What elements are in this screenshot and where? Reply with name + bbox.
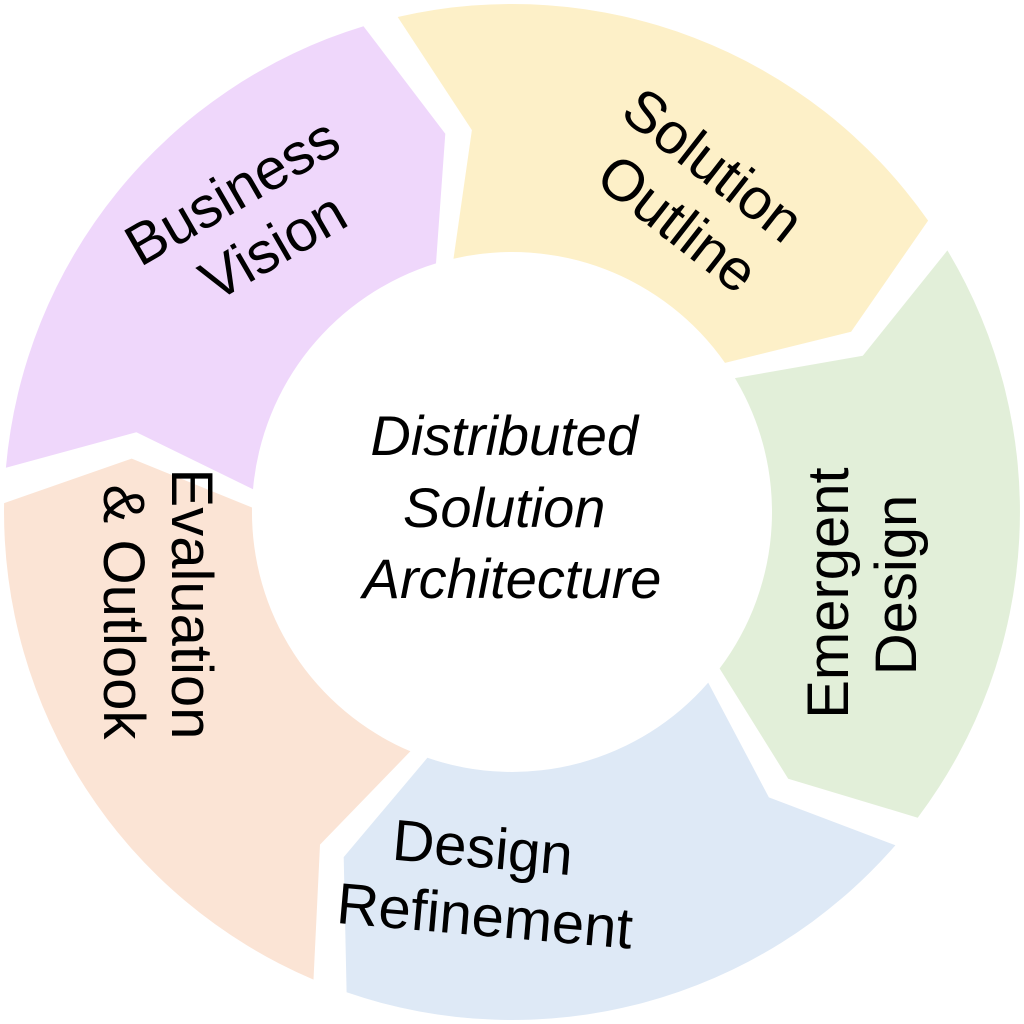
cycle-segment-evaluation-outlook (5, 26, 446, 490)
center-title-line: Solution (403, 476, 605, 539)
cycle-segment-business-vision (397, 3, 929, 363)
cycle-segments (4, 3, 1020, 1020)
cycle-segment-emergent-design (343, 682, 896, 1020)
segment-label-line: Evaluation (159, 469, 224, 740)
segment-label-line: Emergent (796, 467, 861, 718)
cycle-labels: Business Vision Solution Outline Emergen… (91, 75, 929, 962)
center-title-line: Architecture (360, 547, 662, 610)
segment-label-evaluation-outlook: Evaluation & Outlook (91, 469, 224, 756)
center-title: Distributed Solution Architecture (360, 404, 662, 610)
segment-label-design-refinement: Design Refinement (334, 803, 641, 961)
center-title-line: Distributed (370, 404, 640, 467)
cycle-segment-design-refinement (4, 458, 411, 980)
segment-label-line: Design (390, 808, 576, 888)
cycle-segment-solution-outline (719, 250, 1020, 818)
segment-label-emergent-design: Emergent Design (796, 451, 929, 719)
segment-label-line: Design (864, 495, 929, 676)
segment-label-line: & Outlook (91, 485, 156, 741)
